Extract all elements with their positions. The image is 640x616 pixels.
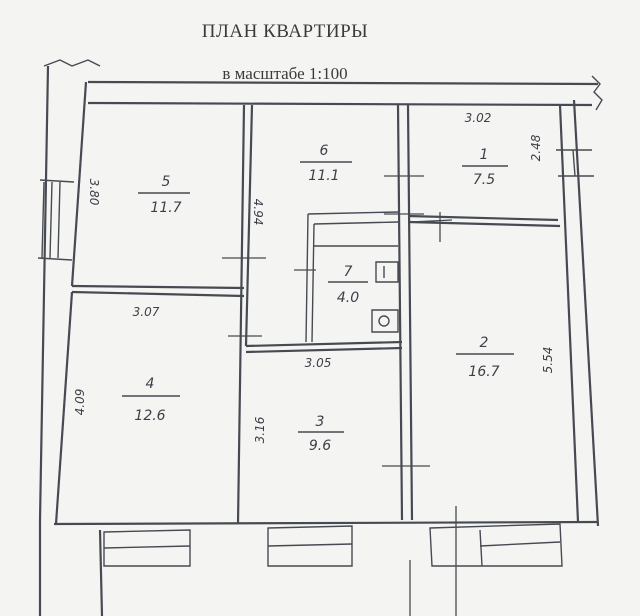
room-3-number: 3 [316, 414, 325, 430]
room-7-area: 4.0 [337, 290, 359, 306]
dim-room3-width: 3.05 [305, 356, 332, 370]
dim-room2-height: 5.54 [541, 347, 555, 374]
room-6-area: 11.1 [308, 168, 339, 184]
dim-room3-height: 3.16 [253, 416, 267, 443]
dim-room1-height: 2.48 [529, 134, 543, 161]
room-3-area: 9.6 [309, 438, 331, 454]
room-4-number: 4 [146, 376, 155, 392]
room-5-number: 5 [162, 174, 171, 190]
room-1-area: 7.5 [473, 172, 495, 188]
dim-room4-width: 3.07 [133, 305, 160, 319]
dimension-labels: 3.02 2.48 5.54 3.05 3.16 3.07 4.09 3.80 … [73, 111, 555, 443]
dim-room6-height: 4.94 [251, 199, 265, 226]
room-labels: 6 11.1 1 7.5 5 11.7 7 4.0 2 16.7 4 12.6 … [122, 143, 514, 454]
room-7-number: 7 [344, 264, 353, 280]
plan-scale: в масштабе 1:100 [222, 64, 347, 83]
room-2-area: 16.7 [468, 364, 499, 380]
dim-room5-height: 3.80 [87, 179, 101, 206]
room-6-number: 6 [320, 143, 329, 159]
walls [37, 59, 603, 616]
room-4-area: 12.6 [134, 408, 165, 424]
room-5-area: 11.7 [150, 200, 181, 216]
dim-room4-height: 4.09 [73, 389, 87, 416]
dim-room1-width: 3.02 [465, 111, 492, 125]
room-1-number: 1 [480, 147, 489, 163]
plan-title: ПЛАН КВАРТИРЫ [202, 21, 368, 42]
room-2-number: 2 [480, 335, 489, 351]
